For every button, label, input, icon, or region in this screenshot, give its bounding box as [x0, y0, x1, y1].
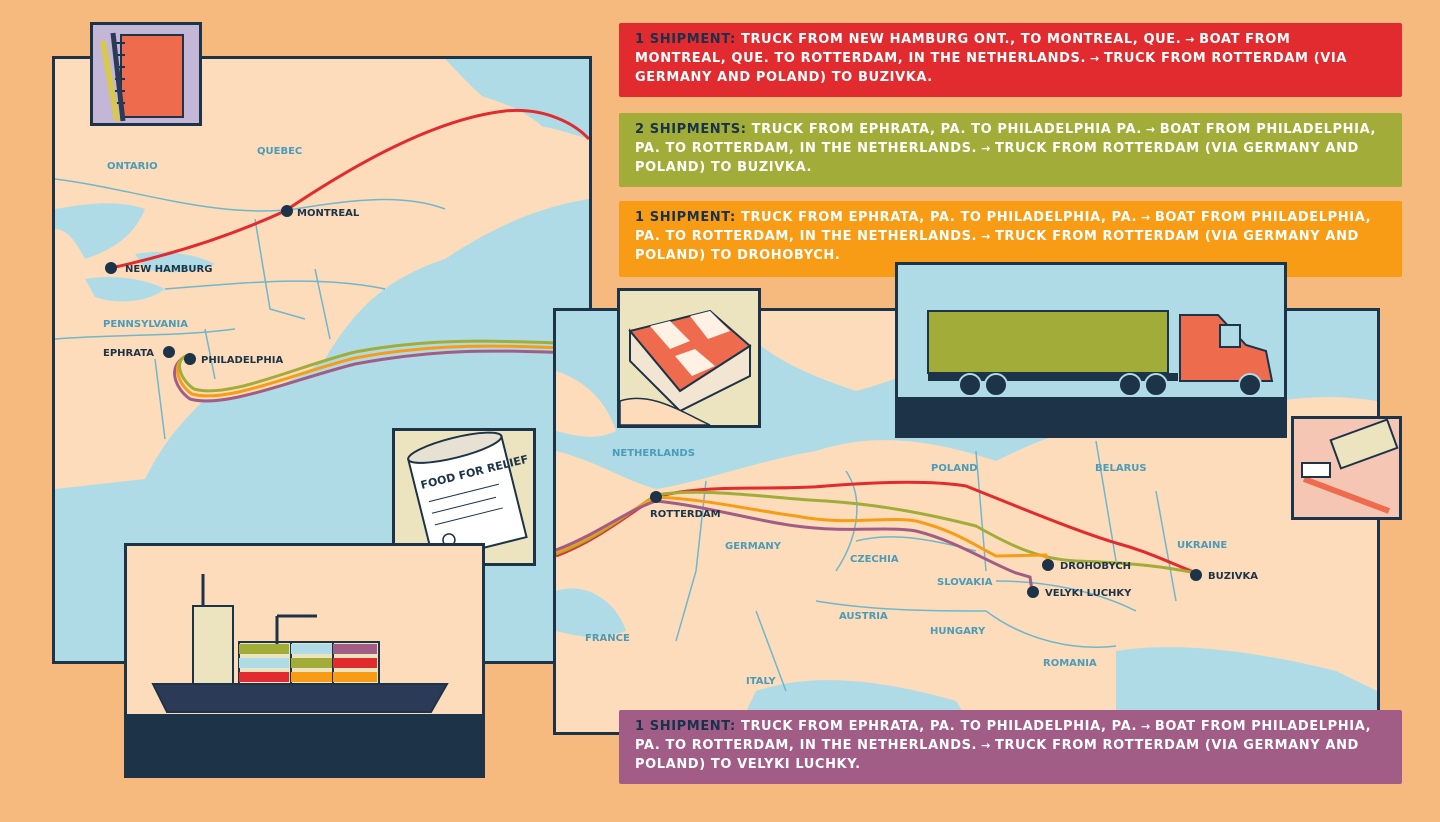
city-label: VELYKI LUCHKY — [1045, 588, 1132, 599]
route-purple-eu — [556, 499, 1034, 592]
legend-segment: TRUCK FROM ROTTERDAM (VIA GERMANY AND PO… — [635, 229, 1359, 263]
city-marker — [1042, 559, 1054, 571]
legend-segment: BOAT FROM PHILADELPHIA, PA. TO ROTTERDAM… — [635, 719, 1372, 753]
legend-heading: 1 SHIPMENT: — [635, 32, 736, 47]
legend-segment: TRUCK FROM ROTTERDAM (VIA GERMANY AND PO… — [635, 738, 1359, 772]
region-label: UKRAINE — [1177, 540, 1227, 551]
eu-border — [755, 610, 787, 692]
eu-border — [985, 610, 1117, 648]
uk — [556, 371, 616, 437]
toothbrush-icon — [1291, 416, 1402, 520]
eu-border — [1155, 490, 1177, 602]
cargo-ship-icon — [124, 543, 485, 778]
city-label: MONTREAL — [297, 208, 360, 219]
region-label: AUSTRIA — [839, 611, 888, 622]
arrow-icon: → — [981, 739, 991, 752]
sea-west — [556, 588, 626, 637]
arrow-icon: → — [981, 230, 991, 243]
na-border — [314, 268, 331, 340]
legend-segment: TRUCK FROM EPHRATA, PA. TO PHILADELPHIA … — [751, 122, 1142, 137]
arrow-icon: → — [1089, 52, 1100, 65]
region-label: CZECHIA — [850, 554, 899, 565]
blanket-icon — [617, 288, 761, 428]
region-label: BELARUS — [1095, 463, 1147, 474]
legend-segment: TRUCK FROM EPHRATA, PA. TO PHILADELPHIA,… — [740, 210, 1138, 225]
region-label: ONTARIO — [107, 161, 158, 172]
notebook-pencils-icon — [90, 22, 202, 126]
region-label: SLOVAKIA — [937, 577, 993, 588]
na-border — [254, 218, 306, 320]
arrow-icon: → — [1141, 211, 1151, 224]
region-label: HUNGARY — [930, 626, 986, 637]
legend-segment: TRUCK FROM ROTTERDAM (VIA GERMANY AND PO… — [635, 51, 1347, 85]
city-marker — [281, 205, 293, 217]
north-america-map-svg: ONTARIO QUEBEC PENNSYLVANIA MONTREAL NEW… — [55, 59, 589, 489]
semi-truck-icon — [895, 262, 1287, 438]
food-can-icon: FOOD FOR RELIEF — [392, 428, 536, 566]
region-label: ROMANIA — [1043, 658, 1097, 669]
city-marker — [650, 491, 662, 503]
city-label: PHILADELPHIA — [201, 355, 283, 366]
city-label: DROHOBYCH — [1060, 561, 1131, 572]
legend-segment: BOAT FROM MONTREAL, QUE. TO ROTTERDAM, I… — [635, 32, 1291, 66]
city-marker — [1190, 569, 1202, 581]
legend-heading: 2 SHIPMENTS: — [635, 122, 747, 137]
city-marker — [163, 346, 175, 358]
region-label: PENNSYLVANIA — [103, 319, 188, 330]
city-label: BUZIVKA — [1208, 571, 1258, 582]
city-marker — [105, 262, 117, 274]
legend-segment: BOAT FROM PHILADELPHIA, PA. TO ROTTERDAM… — [635, 122, 1377, 156]
eu-border — [815, 600, 987, 612]
route-red-na — [110, 108, 589, 270]
region-label: GERMANY — [725, 541, 782, 552]
lake-erie — [85, 277, 165, 302]
city-marker — [184, 353, 196, 365]
route-green-na — [178, 339, 589, 393]
city-label: ROTTERDAM — [650, 509, 721, 520]
eu-border — [995, 580, 1137, 612]
lake-huron — [55, 203, 145, 259]
region-label: POLAND — [931, 463, 978, 474]
city-label: EPHRATA — [103, 348, 154, 359]
legend-segment: BOAT FROM PHILADELPHIA, PA. TO ROTTERDAM… — [635, 210, 1372, 244]
arrow-icon: → — [981, 142, 991, 155]
legend-shipment-red: 1 SHIPMENT: TRUCK FROM NEW HAMBURG ONT.,… — [619, 23, 1402, 97]
na-border — [55, 328, 236, 340]
na-island — [455, 89, 545, 139]
region-label: QUEBEC — [257, 146, 302, 157]
region-label: ITALY — [746, 676, 776, 687]
na-border — [204, 328, 216, 380]
na-border — [164, 280, 386, 290]
eu-border — [675, 480, 707, 642]
city-marker — [1027, 586, 1039, 598]
legend-shipment-purple: 1 SHIPMENT: TRUCK FROM EPHRATA, PA. TO P… — [619, 710, 1402, 784]
legend-segment: TRUCK FROM ROTTERDAM (VIA GERMANY AND PO… — [635, 141, 1359, 175]
city-label: NEW HAMBURG — [125, 264, 212, 275]
arrow-icon: → — [1145, 123, 1156, 136]
legend-shipment-green: 2 SHIPMENTS: TRUCK FROM EPHRATA, PA. TO … — [619, 113, 1402, 187]
route-orange-na — [176, 344, 589, 398]
legend-heading: 1 SHIPMENT: — [635, 210, 736, 225]
region-label: NETHERLANDS — [612, 448, 695, 459]
arrow-icon: → — [1141, 720, 1151, 733]
region-label: FRANCE — [585, 633, 630, 644]
legend-segment: TRUCK FROM NEW HAMBURG ONT., TO MONTREAL… — [740, 32, 1182, 47]
legend-segment: TRUCK FROM EPHRATA, PA. TO PHILADELPHIA,… — [740, 719, 1138, 734]
na-border — [154, 358, 166, 440]
arrow-icon: → — [1185, 33, 1196, 46]
route-purple-na — [173, 349, 589, 403]
na-land — [55, 59, 589, 489]
legend-heading: 1 SHIPMENT: — [635, 719, 736, 734]
